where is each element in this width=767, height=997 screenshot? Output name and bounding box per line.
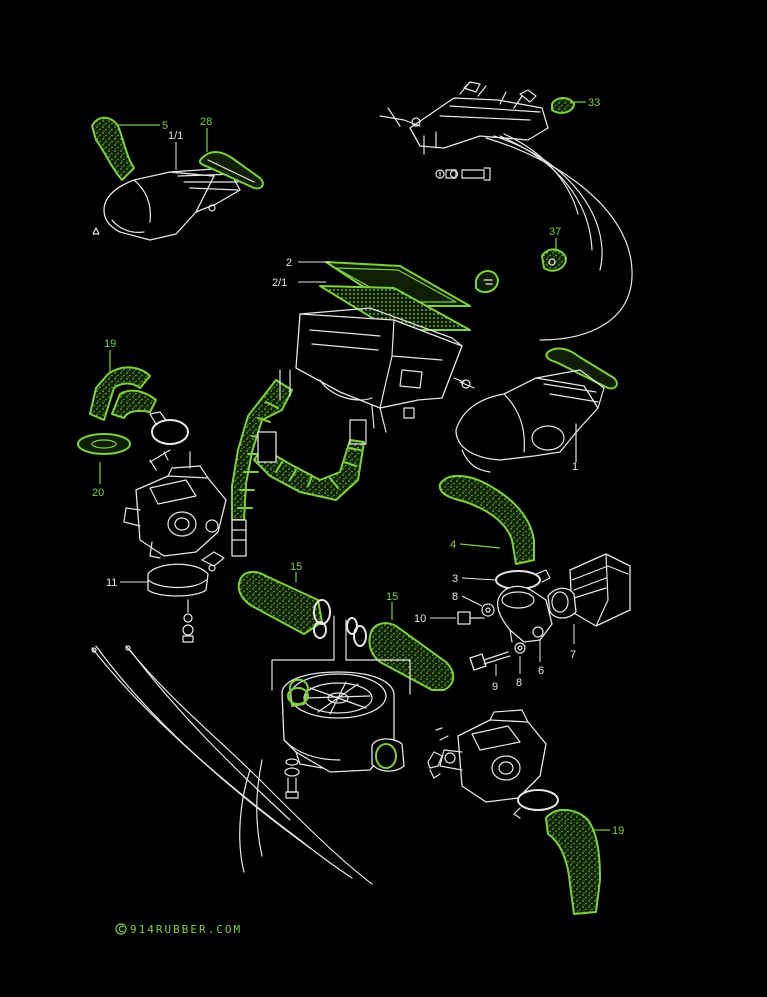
ring-20 [77,433,131,455]
bolt-10-and-washer-8 [457,603,495,625]
callout-19-lower: 19 [612,825,624,837]
elbow-6 [496,585,553,643]
hose-19-lower [545,809,601,915]
bolt-9-and-washer-8 [469,642,526,671]
grommet-37 [541,248,567,272]
clamp-upper-left [149,411,189,445]
callout-19-upper: 19 [104,338,116,350]
callout-6: 6 [538,665,544,677]
callout-33: 33 [588,97,600,109]
corrugated-hose-left [231,379,293,557]
callout-5: 5 [162,120,168,132]
blower-housing [281,671,405,773]
intake-elbow-right [455,347,618,473]
loose-cables [91,645,373,885]
grommet-33 [551,97,575,114]
blower-bolt [284,758,300,799]
callouts: 5 1/1 28 33 37 2 2/1 19 20 1 4 11 15 15 … [92,97,624,837]
callout-20: 20 [92,487,104,499]
leader-lines [99,101,610,831]
carburetor-right [435,709,547,803]
watermark-text: 914RUBBER.COM [130,923,242,936]
connector-7 [547,553,631,627]
callout-2: 2 [286,257,292,269]
carburetor-left [123,451,227,559]
callout-1-1: 1/1 [168,130,183,142]
hose-4 [438,475,535,565]
air-filter-housing [295,307,475,433]
callout-7: 7 [570,649,576,661]
hose-15-right [346,617,455,691]
watermark: 914RUBBER.COM [115,923,242,936]
callout-11: 11 [106,577,117,589]
callout-15-left: 15 [290,561,302,573]
seal-28 [198,151,264,190]
callout-8-upper: 8 [452,591,458,603]
callout-9: 9 [492,681,498,693]
callout-15-right: 15 [386,591,398,603]
callout-8-lower: 8 [516,677,522,689]
callout-37: 37 [549,226,561,238]
throttle-linkage [379,81,633,341]
filter-element-2-1 [319,285,471,331]
callout-4: 4 [450,539,456,551]
callout-28: 28 [200,116,212,128]
copyright-icon [115,923,127,935]
filter-cap [475,270,499,294]
intake-elbow-left [91,116,241,241]
callout-3: 3 [452,573,458,585]
corrugated-hose-right [253,369,367,501]
clamp-lower-right [513,789,559,819]
hose-19-upper [89,366,157,421]
callout-10: 10 [414,613,426,625]
clamp-11 [147,551,225,643]
clamp-3 [495,569,551,590]
small-clip [427,751,443,779]
dashed-assembly-lines [149,449,411,695]
callout-2-1: 2/1 [272,277,287,289]
callout-1: 1 [572,461,578,473]
hose-15-left [237,570,331,639]
